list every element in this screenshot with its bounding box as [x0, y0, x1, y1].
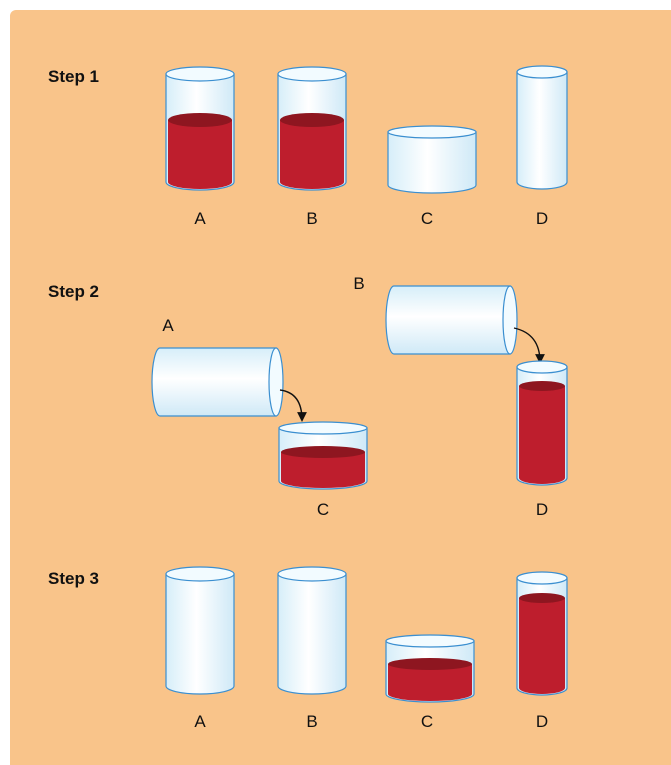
step3-label-b: B [306, 712, 317, 731]
step3-label-d: D [536, 712, 548, 731]
step1-cup-a [165, 66, 235, 191]
step2-label-a: A [162, 316, 174, 335]
step-1-label: Step 1 [48, 67, 99, 86]
step1-cup-c [387, 125, 477, 194]
step3-cup-a [165, 566, 235, 695]
step1-label-b: B [306, 209, 317, 228]
step1-cup-d [516, 65, 568, 190]
step-3-label: Step 3 [48, 569, 99, 588]
step-2-label: Step 2 [48, 282, 99, 301]
step1-cup-b [277, 66, 347, 191]
step2-cup-a-tipped [151, 347, 284, 417]
step2-label-c: C [317, 500, 329, 519]
step2-cup-d [516, 360, 568, 486]
step2-label-d: D [536, 500, 548, 519]
step2-pour-arrow-b [513, 327, 545, 364]
step1-label-a: A [194, 209, 206, 228]
step3-cup-c [385, 634, 475, 703]
step2-pour-arrow-a [279, 389, 307, 422]
step1-label-d: D [536, 209, 548, 228]
step1-label-c: C [421, 209, 433, 228]
step3-cup-b [277, 566, 347, 695]
step2-label-b: B [353, 274, 364, 293]
step3-label-a: A [194, 712, 206, 731]
step3-label-c: C [421, 712, 433, 731]
step3-cup-d [516, 571, 568, 696]
step2-cup-c [278, 421, 368, 490]
step2-cup-b-tipped [385, 285, 518, 355]
